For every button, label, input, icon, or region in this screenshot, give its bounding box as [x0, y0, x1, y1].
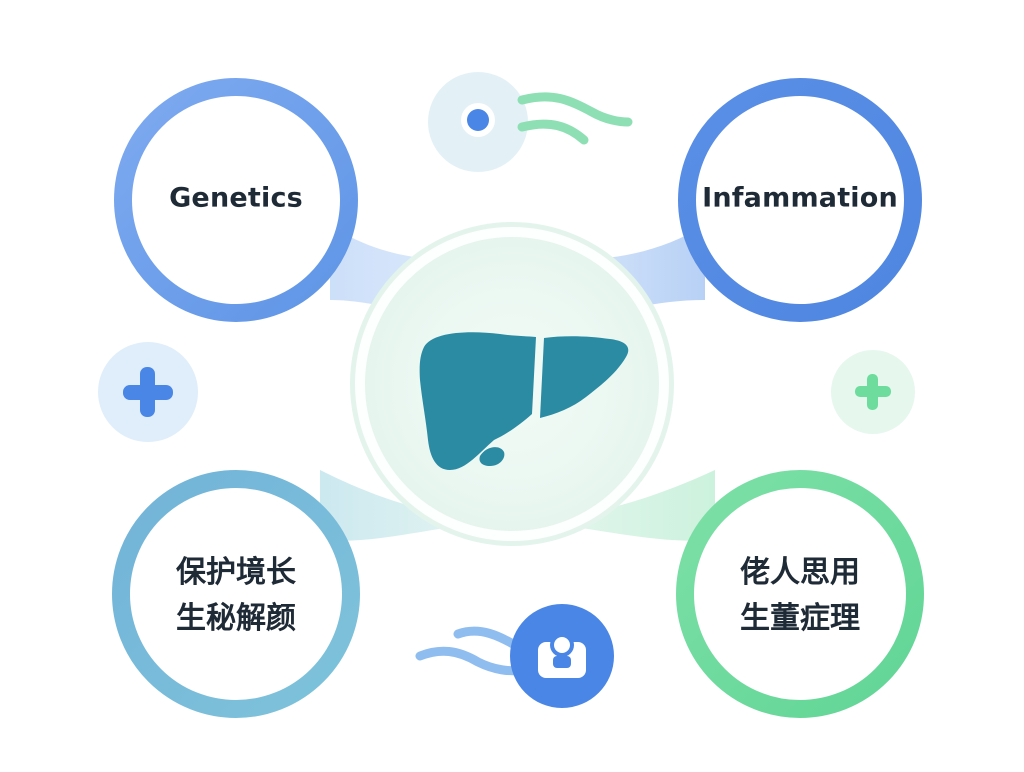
node-bottom-left-line-1: 保护境长	[176, 555, 296, 590]
right-badge	[831, 350, 915, 434]
node-bottom-right-label: 佬人思用 生董症理	[740, 550, 860, 642]
node-bottom-right	[676, 470, 924, 718]
wave-bottom-2	[415, 646, 527, 676]
wave-top-1	[517, 92, 633, 127]
node-top-right	[678, 78, 922, 322]
bottom-badge	[415, 604, 614, 708]
plus-icon	[855, 374, 891, 410]
node-top-right-label: Infammation	[702, 182, 898, 214]
cell-icon	[461, 103, 495, 137]
person-icon	[538, 633, 586, 678]
wave-top-2	[517, 119, 589, 145]
node-bottom-left	[112, 470, 360, 718]
node-top-left-label: Genetics	[169, 182, 303, 214]
node-bottom-left-label: 保护境长 生秘解颜	[176, 550, 296, 642]
top-badge	[428, 72, 633, 172]
center-node-ring	[355, 227, 669, 541]
plus-icon	[123, 367, 173, 417]
liver-icon	[419, 332, 629, 470]
wave-bottom-1	[453, 626, 525, 653]
node-top-left	[114, 78, 358, 322]
left-badge	[98, 342, 198, 442]
connector-bottom	[320, 470, 715, 541]
node-bottom-left-line-2: 生秘解颜	[176, 601, 296, 636]
node-bottom-right-line-2: 生董症理	[740, 601, 860, 636]
node-bottom-right-line-1: 佬人思用	[740, 555, 860, 590]
